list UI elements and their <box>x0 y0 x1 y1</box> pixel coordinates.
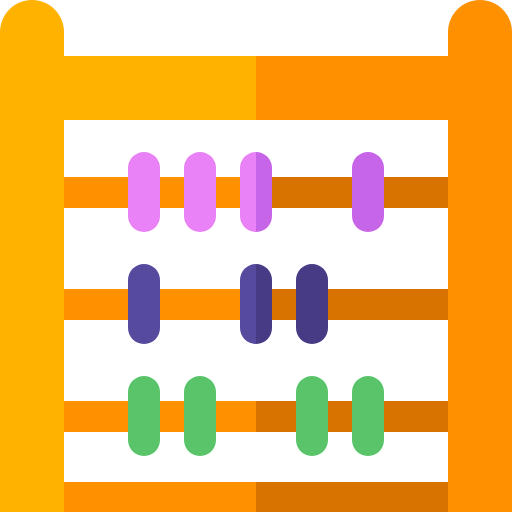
bead <box>184 152 216 232</box>
bead <box>240 264 272 344</box>
bead-row-indigo <box>128 264 328 344</box>
bottom-rail-left <box>64 482 256 512</box>
right-post <box>448 0 512 512</box>
bead <box>296 264 328 344</box>
bead <box>184 376 216 456</box>
bead <box>352 152 384 232</box>
bead <box>128 264 160 344</box>
bottom-rail-right <box>256 482 448 512</box>
bead <box>128 152 160 232</box>
top-beam-right <box>256 56 480 120</box>
bead-row-green <box>128 376 384 456</box>
bead-row-pink <box>128 152 384 232</box>
bead <box>296 376 328 456</box>
bead <box>240 152 272 232</box>
top-beam-left <box>32 56 256 120</box>
bead <box>352 376 384 456</box>
bead <box>128 376 160 456</box>
rod-2-right <box>256 289 448 320</box>
left-post <box>0 0 64 512</box>
